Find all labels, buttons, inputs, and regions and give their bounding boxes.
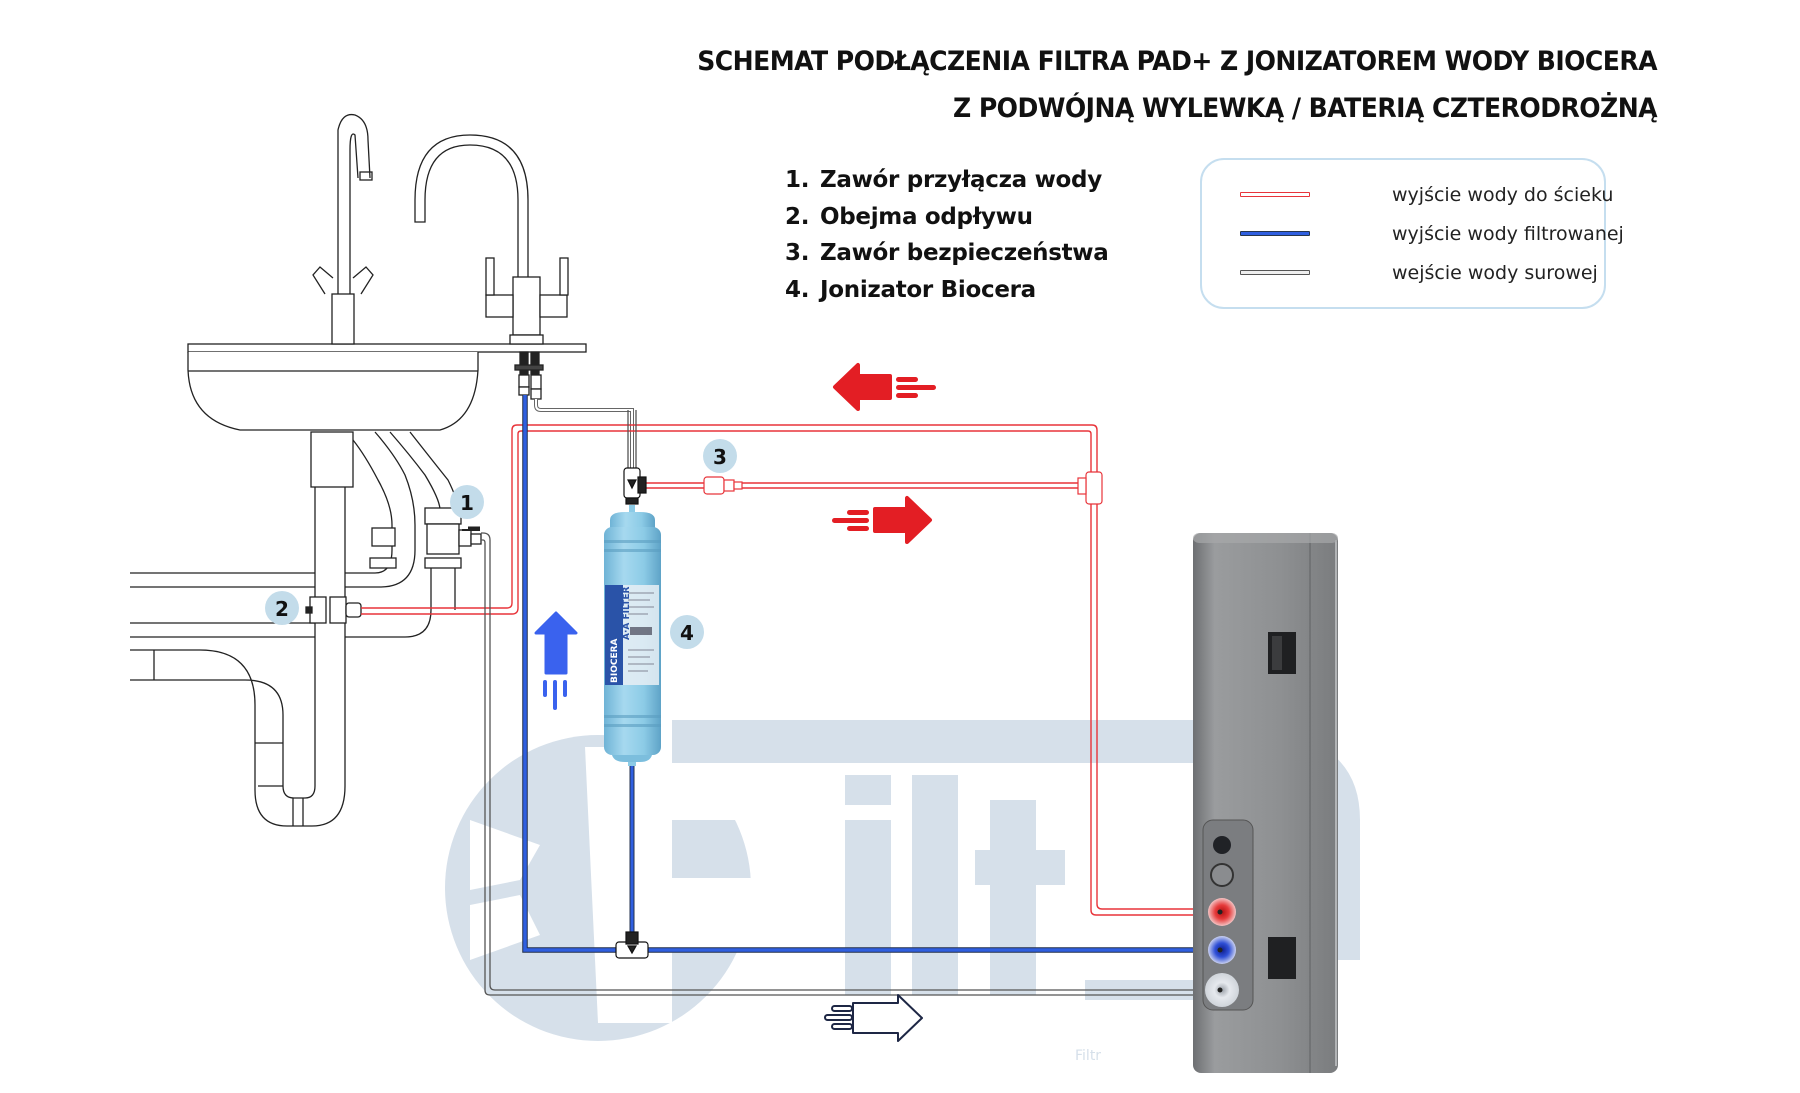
badge-2: 2 [265, 591, 299, 625]
tee-fitting-right [1077, 471, 1103, 505]
component-number: 1. [785, 167, 810, 193]
watermark-text: Filtr [1075, 1048, 1101, 1064]
red-arrow-left-icon [833, 363, 936, 411]
tee-fitting-top [623, 467, 647, 505]
sink-drawing [130, 113, 634, 827]
legend-item-drain: wyjście wody do ścieku [1240, 181, 1613, 209]
badge-1: 1 [450, 485, 484, 519]
pipes [361, 395, 1222, 996]
filtered-water-line [522, 395, 1222, 953]
blue-arrow-up-icon [534, 611, 578, 710]
legend-label: wyjście wody filtrowanej [1392, 223, 1624, 245]
component-label: Jonizator Biocera [820, 276, 1036, 303]
drain-line-swatch [1240, 192, 1310, 197]
filter-model-label: A·A FILTER [622, 586, 632, 640]
safety-valve [703, 476, 743, 495]
badge-3: 3 [703, 439, 737, 473]
raw-arrow-right-icon [824, 994, 923, 1042]
component-item: 2. Obejma odpływu [785, 199, 1108, 236]
badge-2-text: 2 [275, 597, 289, 621]
ionizer-filter-cartridge: BIOCERA A·A FILTER [604, 505, 661, 766]
water-ionizer-device [1193, 533, 1338, 1073]
component-list: 1.Zawór przyłącza wody 2.Obejma odpływu … [785, 162, 1109, 309]
raw-water-line [481, 410, 1222, 996]
tee-fitting-bottom [615, 931, 649, 959]
component-number: 2. [785, 203, 810, 230]
legend-item-filtered: wyjście wody filtrowanej [1240, 220, 1624, 248]
diagram-title-line-2: Z PODWÓJNĄ WYLEWKĄ / BATERIĄ CZTERODROŻN… [952, 93, 1658, 124]
component-item: 1. Zawór przyłącza wody [785, 162, 1108, 199]
filtered-line-swatch [1240, 231, 1310, 236]
legend-label: wyjście wody do ścieku [1392, 184, 1614, 206]
legend-box: wyjście wody do ścieku wyjście wody filt… [1200, 158, 1624, 309]
badge-3-text: 3 [713, 445, 727, 469]
filter-brand-label: BIOCERA [610, 638, 620, 683]
red-arrow-right-icon [832, 496, 932, 544]
raw-line-swatch [1240, 270, 1310, 275]
badge-1-text: 1 [460, 491, 474, 515]
component-label: Zawór bezpieczeństwa [820, 240, 1109, 266]
component-label: Zawór przyłącza wody [820, 167, 1102, 193]
component-item: 3. Zawór bezpieczeństwa [785, 235, 1109, 272]
component-item: 4. Jonizator Biocera [785, 272, 1108, 309]
component-label: Obejma odpływu [820, 203, 1033, 230]
badge-4-text: 4 [680, 621, 694, 645]
legend-item-raw: wejście wody surowej [1240, 259, 1600, 287]
badge-4: 4 [670, 615, 704, 649]
legend-label: wejście wody surowej [1392, 262, 1598, 284]
component-number: 4. [785, 276, 810, 303]
diagram-title-line-1: SCHEMAT PODŁĄCZENIA FILTRA PAD+ Z JONIZA… [697, 46, 1657, 77]
component-number: 3. [785, 240, 810, 266]
